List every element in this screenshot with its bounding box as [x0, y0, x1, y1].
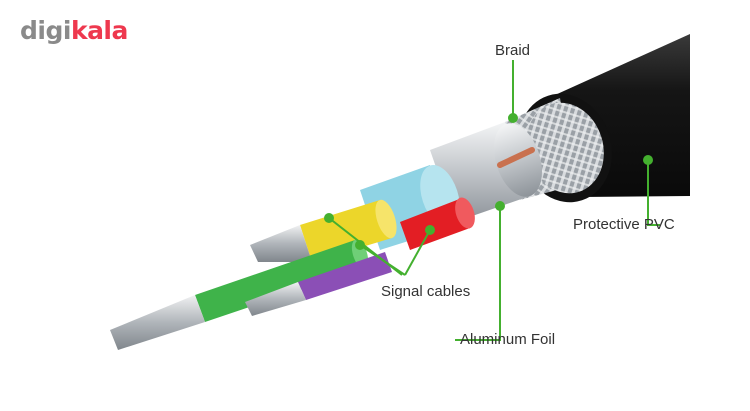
- digikala-logo: digikala: [20, 16, 128, 45]
- green-cable: [110, 239, 369, 350]
- callout-lines: [328, 60, 660, 341]
- purple-cable: [245, 252, 392, 316]
- signal-cables-label: Signal cables: [381, 283, 471, 300]
- braid-label: Braid: [495, 42, 531, 59]
- aluminum-foil-label: Aluminum Foil: [460, 331, 556, 348]
- callout-dots: [324, 113, 653, 250]
- protective-pvc-label: Protective PVC: [573, 216, 675, 233]
- red-cable: [400, 197, 475, 250]
